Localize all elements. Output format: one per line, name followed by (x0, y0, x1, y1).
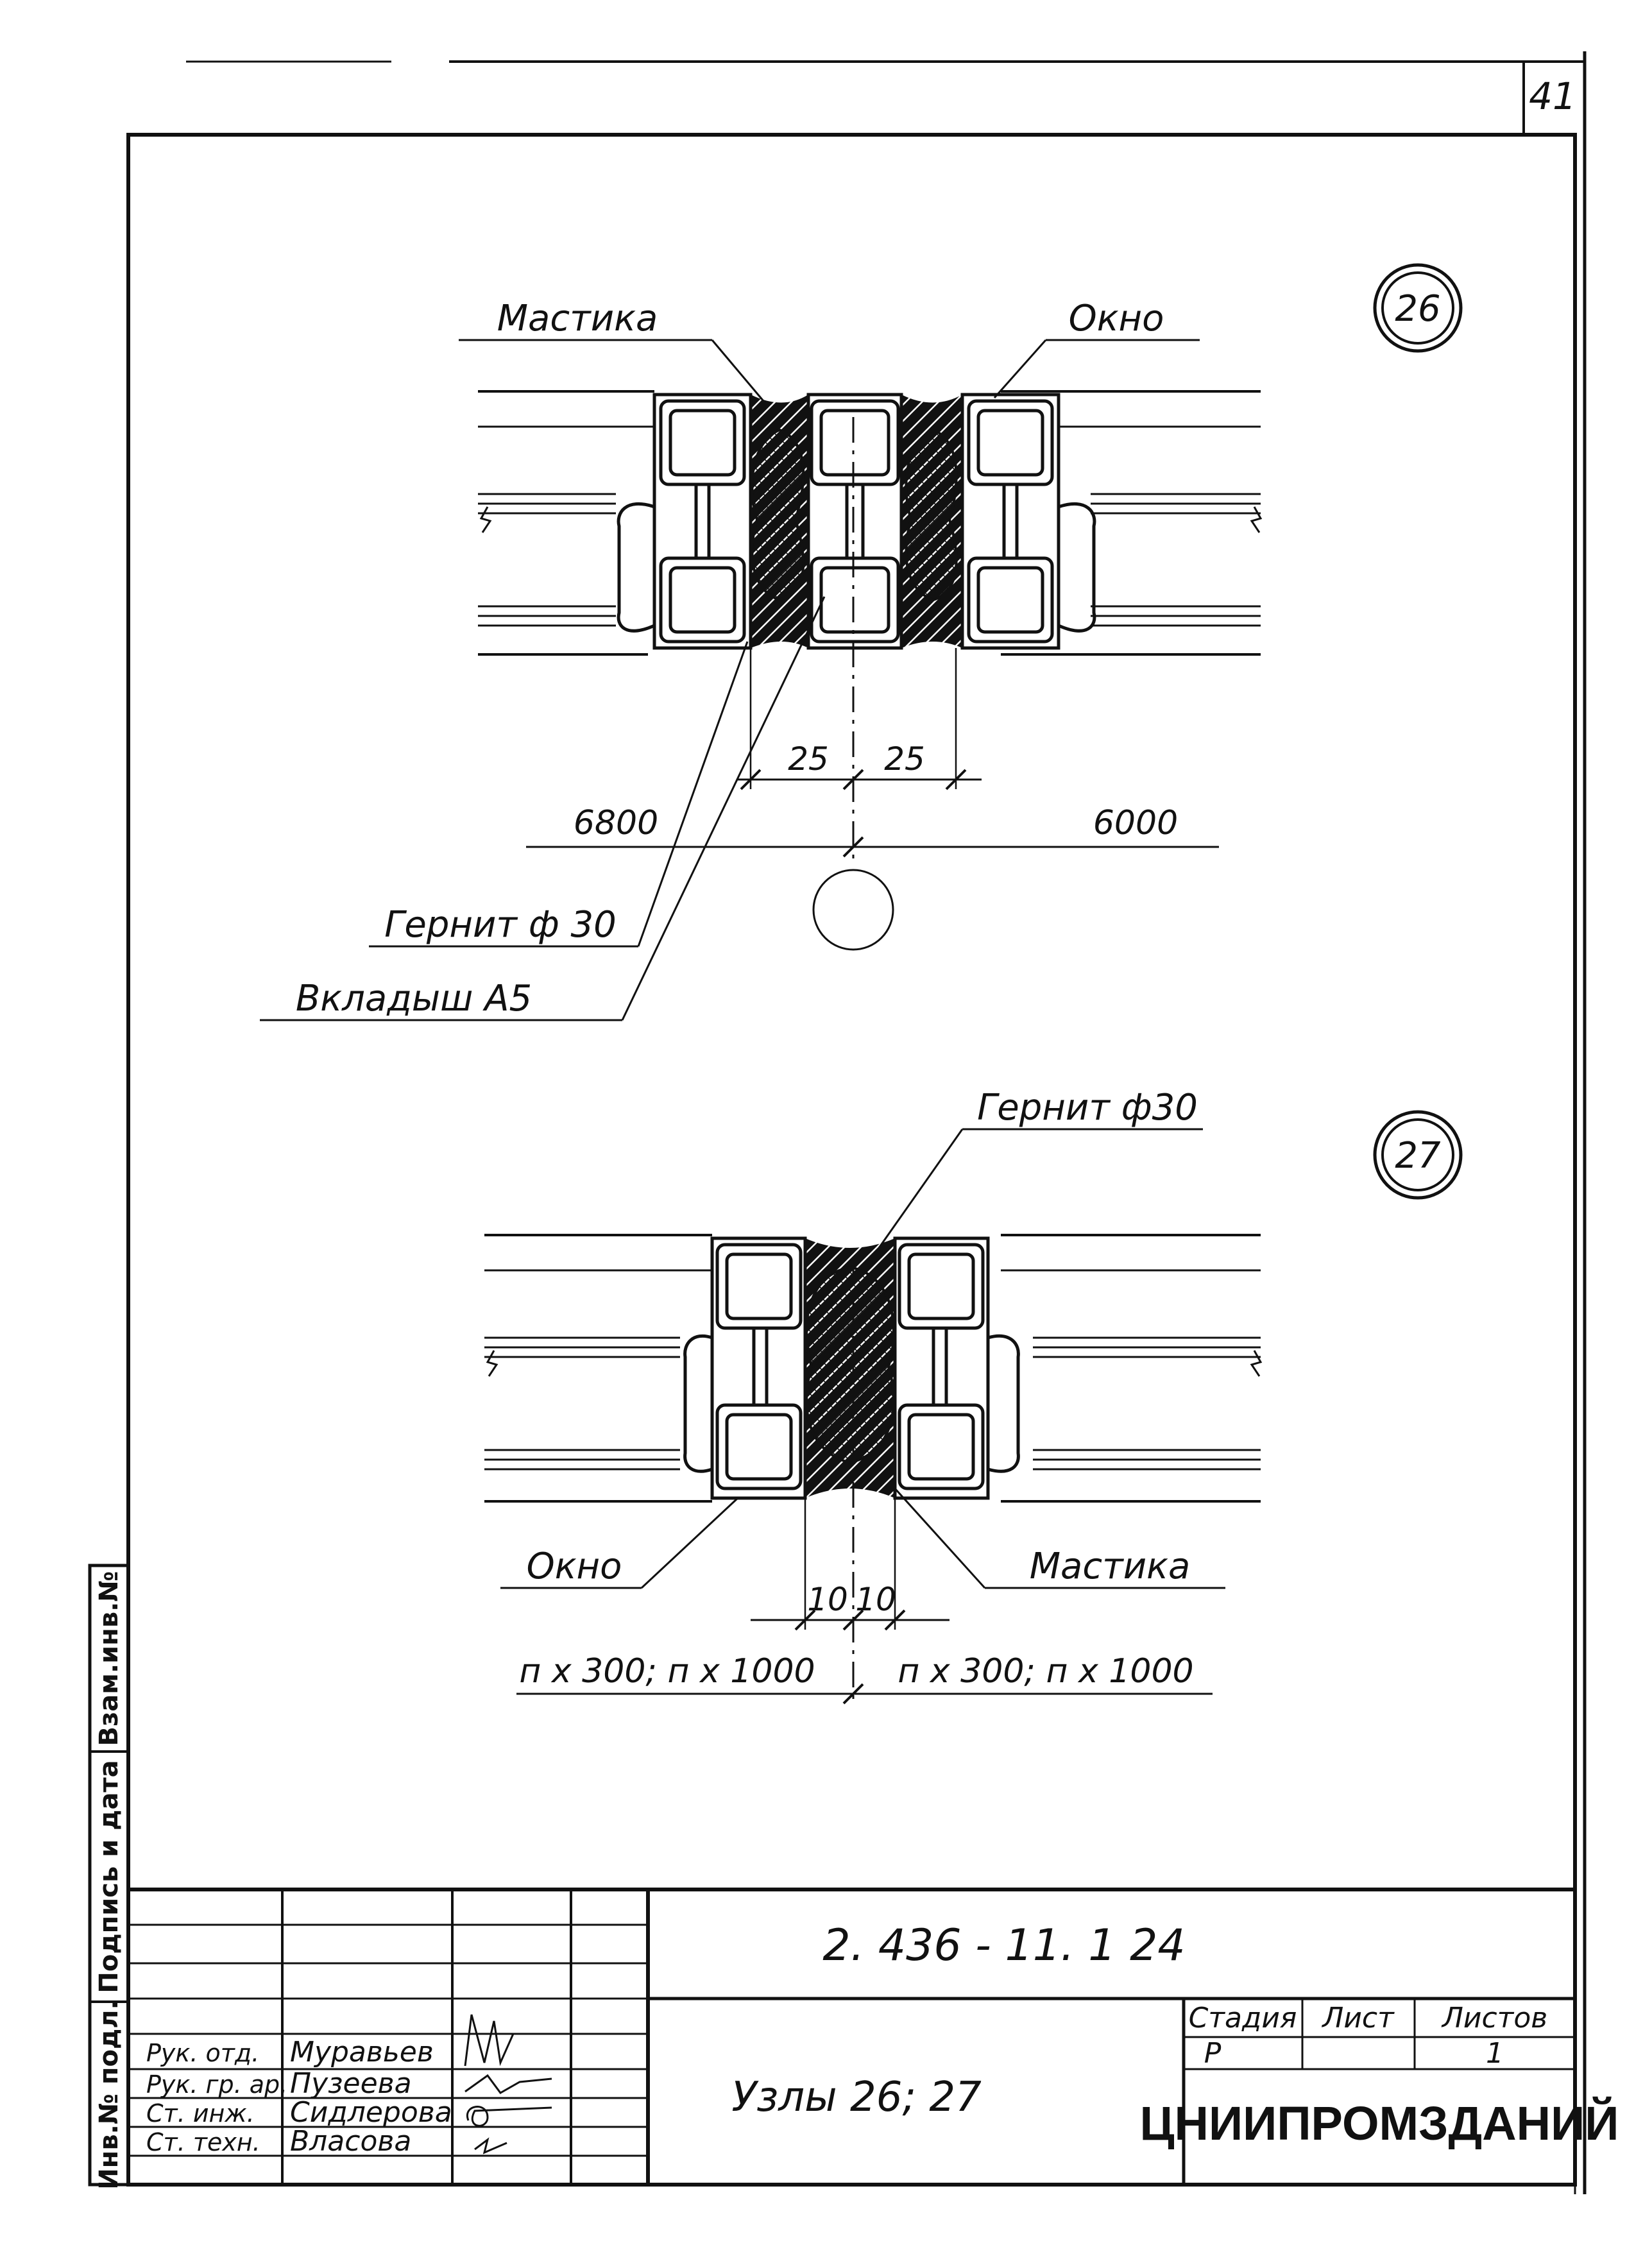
node-26-dim-left: 25 (788, 740, 829, 778)
node-27-dim-right: 10 (855, 1581, 896, 1618)
drawing-title: Узлы 26; 27 (731, 2074, 982, 2121)
node-27-window-frame-right (893, 1236, 1020, 1500)
node-26-grid-right: 6000 (1093, 804, 1178, 842)
node-26-label-mastic: Мастика (497, 298, 658, 339)
node-27-marker-inner (1381, 1118, 1454, 1191)
sheets-value: 1 (1486, 2037, 1504, 2070)
node-26-window-frame-mid (806, 393, 903, 650)
node-26-marker-inner (1381, 271, 1454, 345)
node-26-gernit-right (905, 428, 958, 602)
signatures (464, 2014, 552, 2154)
node-26: 26 (260, 263, 1463, 1021)
staff-name-4: Власова (290, 2125, 411, 2158)
organization: ЦНИИПРОМЗДАНИЙ (1140, 2096, 1619, 2150)
staff-name-1: Муравьев (290, 2036, 434, 2068)
staff-role-1: Рук. отд. (146, 2039, 259, 2067)
node-27-grid-left: п х 300; п х 1000 (519, 1652, 815, 1691)
node-26-grid-axis-bubble (812, 869, 894, 951)
node-26-window-frame-left (617, 393, 753, 650)
sheets-header: Листов (1441, 2002, 1547, 2034)
side-stamp-signature-date: Подпись и дата (94, 1760, 124, 1993)
sheet-number: 41 (1529, 74, 1576, 118)
node-27: 27 (484, 1087, 1463, 1705)
node-27-label-gernit: Гернит ф30 (977, 1087, 1198, 1129)
node-26-label-window: Окно (1069, 298, 1164, 339)
side-stamp-inv-no: Инв.№ подл. (94, 2000, 124, 2190)
node-27-marker-label: 27 (1395, 1135, 1441, 1177)
node-27-window-frame-left (683, 1236, 807, 1500)
node-26-marker-label: 26 (1395, 288, 1440, 330)
node-26-grid-left: 6800 (574, 804, 658, 842)
side-stamp: Взам.инв.№ Подпись и дата Инв.№ подл. (88, 1564, 130, 2190)
node-27-gernit (805, 1265, 895, 1465)
staff-role-4: Ст. техн. (146, 2128, 260, 2156)
node-27-label-mastic: Мастика (1030, 1546, 1191, 1587)
node-26-label-insert: Вкладыш А5 (296, 978, 532, 1019)
staff-name-2: Пузеева (290, 2067, 412, 2100)
staff-role-3: Ст. инж. (146, 2099, 255, 2128)
node-27-right-panel (1001, 1234, 1263, 1503)
node-26-label-gernit: Гернит ф 30 (384, 904, 617, 946)
node-26-marker-outer (1373, 263, 1463, 353)
node-26-window-frame-right (960, 393, 1096, 650)
node-27-label-window: Окно (527, 1546, 622, 1587)
document-code: 2. 436 - 11. 1 24 (822, 1920, 1185, 1971)
staff-name-3: Сидлерова (290, 2096, 452, 2129)
node-27-grid-right: п х 300; п х 1000 (898, 1652, 1193, 1691)
stage-header: Стадия (1189, 2002, 1297, 2034)
staff-role-2: Рук. гр. ар. (146, 2070, 287, 2099)
node-27-dim-left: 10 (807, 1581, 848, 1618)
node-26-dim-right: 25 (884, 740, 925, 778)
stage-value: Р (1204, 2037, 1222, 2070)
node-26-gernit-left (751, 428, 805, 602)
node-26-left-panel (478, 390, 654, 656)
sheet-header: Лист (1321, 2002, 1395, 2034)
node-27-left-panel (484, 1234, 712, 1503)
side-stamp-replacement-inv: Взам.инв.№ (94, 1571, 124, 1746)
node-26-right-panel (1001, 390, 1263, 656)
title-block: 2. 436 - 11. 1 24 Узлы 26; 27 Стадия Лис… (128, 1888, 1619, 2185)
sheet-frame (126, 51, 1587, 2194)
node-27-marker-outer (1373, 1110, 1463, 1200)
